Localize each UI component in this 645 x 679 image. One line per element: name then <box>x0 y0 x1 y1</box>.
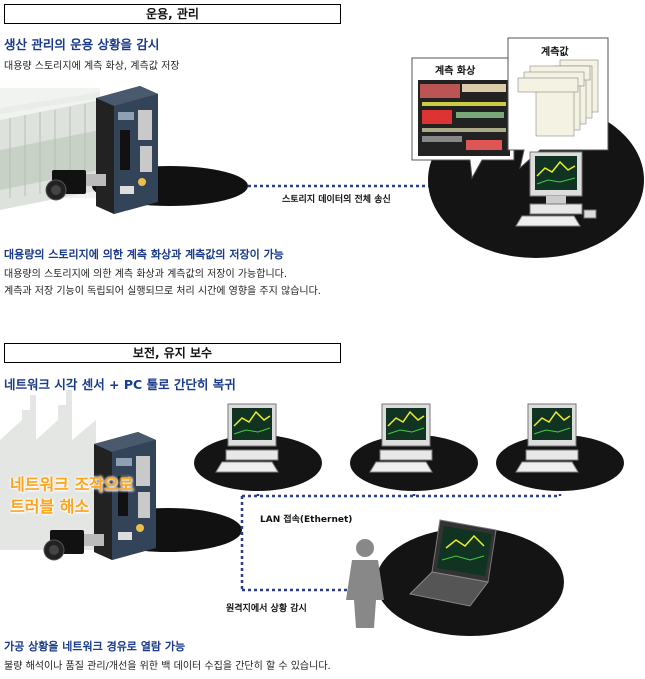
factory-image <box>0 390 96 550</box>
storage-body-line-2: 계측과 저장 기능이 독립되어 실행되므로 처리 시간에 영향을 주지 않습니다… <box>4 286 321 297</box>
remote-label: 원격지에서 상황 감시 <box>226 604 307 614</box>
values-bubble-label: 계측값 <box>541 47 569 58</box>
section-title-maintenance: 보전, 유지 보수 <box>4 343 341 363</box>
network-body: 불량 해석이나 품질 관리/개선을 위한 백 데이터 수집을 간단히 할 수 있… <box>4 661 331 672</box>
section-description: 대용량 스토리지에 계측 화상, 계측값 저장 <box>4 61 180 72</box>
section-heading-monitoring: 생산 관리의 운용 상황을 감시 <box>4 37 160 52</box>
section-heading-network: 네트워크 시각 센서 + PC 툴로 간단히 복귀 <box>4 377 236 392</box>
storage-sub-heading: 대용량의 스토리지에 의한 계측 화상과 계측값의 저장이 가능 <box>4 248 284 261</box>
vision-controller-2 <box>94 432 156 560</box>
storage-body-line-1: 대용량의 스토리지에 의한 계측 화상과 계측값의 저장이 가능합니다. <box>4 269 288 280</box>
data-link-label: 스토리지 데이터의 전체 송신 <box>282 195 391 205</box>
pc-monitor-1 <box>215 403 279 473</box>
pc-monitor-3 <box>515 403 579 473</box>
laptop-image <box>408 519 497 607</box>
person-silhouette <box>346 539 384 628</box>
camera-image-2 <box>43 530 104 561</box>
pc-monitor <box>515 151 597 227</box>
vision-controller <box>96 86 158 214</box>
image-bubble-label: 계측 화상 <box>435 66 476 77</box>
network-sub-heading: 가공 상황을 네트워크 경유로 열람 가능 <box>4 640 186 653</box>
overlay-line-2: 트러블 해소 <box>10 497 90 516</box>
image-bubble <box>411 57 515 180</box>
overlay-line-1: 네트워크 조작으로 <box>10 475 134 494</box>
pc-monitor-2 <box>369 403 433 473</box>
values-bubble <box>507 37 609 170</box>
section-title-operation: 운용, 관리 <box>4 4 341 24</box>
camera-image <box>45 170 106 201</box>
lan-label: LAN 접속(Ethernet) <box>260 515 353 525</box>
